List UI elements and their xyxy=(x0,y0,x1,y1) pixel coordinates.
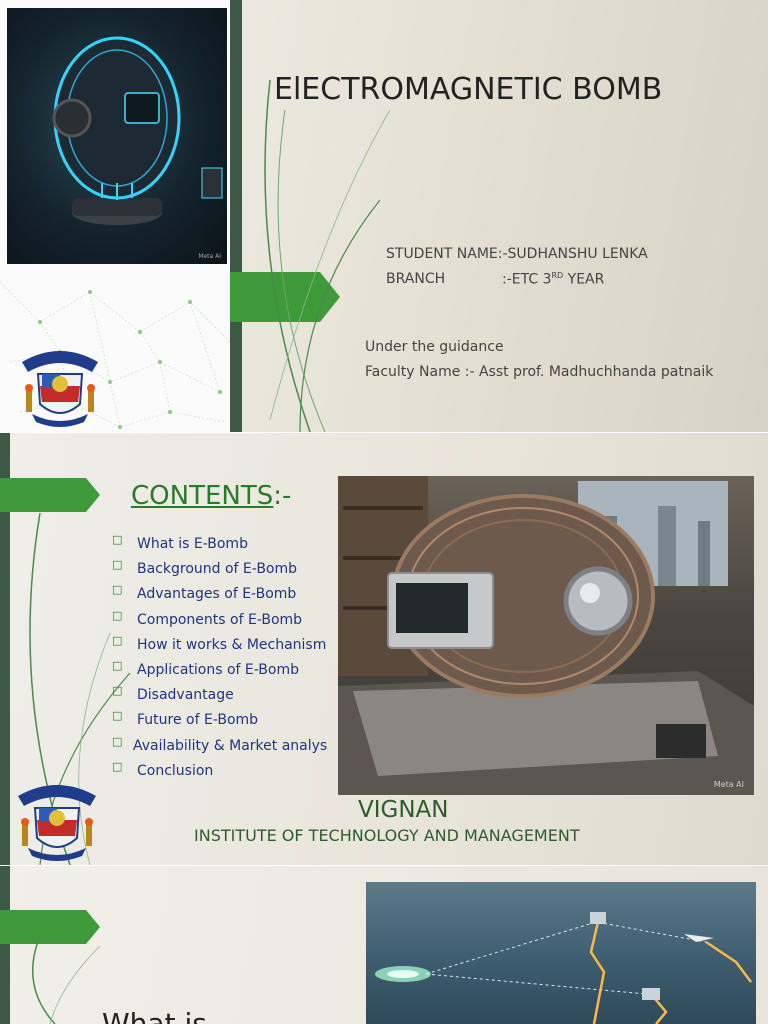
presentation-title: ElECTROMAGNETIC BOMB xyxy=(274,72,663,107)
glowing-device-illustration xyxy=(52,36,223,225)
list-item: □Conclusion xyxy=(112,760,214,779)
green-arrow-tab xyxy=(0,478,100,512)
image-watermark: Meta AI xyxy=(198,253,221,260)
contents-heading: CONTENTS:- xyxy=(131,481,292,511)
slide-heading: What is xyxy=(102,1007,207,1024)
slide-divider-bar xyxy=(230,0,242,432)
bullet-icon: □ xyxy=(112,558,123,571)
device-lab-image: Meta AI xyxy=(338,476,754,795)
list-item: □Background of E-Bomb xyxy=(112,558,298,577)
green-arrow-tab xyxy=(230,272,340,322)
college-logo-icon xyxy=(18,785,96,861)
institute-name: VIGNAN xyxy=(358,797,449,823)
list-item: □How it works & Mechanism xyxy=(112,634,327,653)
image-watermark: Meta AI xyxy=(713,780,744,789)
bullet-icon: □ xyxy=(112,609,123,622)
bullet-icon: □ xyxy=(112,634,123,647)
slide-gap xyxy=(0,432,768,433)
bullet-icon: □ xyxy=(112,659,123,672)
emp-drone-illustration xyxy=(375,912,752,1024)
list-item: □Applications of E-Bomb xyxy=(112,659,300,678)
bullet-icon: □ xyxy=(112,709,123,722)
list-item: □Advantages of E-Bomb xyxy=(112,583,297,602)
slide-left-bar xyxy=(0,433,10,865)
list-item: □What is E-Bomb xyxy=(112,533,248,552)
institute-subtitle: INSTITUTE OF TECHNOLOGY AND MANAGEMENT xyxy=(194,826,580,845)
decorative-curves xyxy=(31,936,101,1024)
decorative-curves xyxy=(264,80,391,432)
faculty-name: Faculty Name :- Asst prof. Madhuchhanda … xyxy=(365,364,714,380)
bullet-icon: □ xyxy=(112,735,123,748)
bullet-icon: □ xyxy=(112,583,123,596)
branch-value: :-ETC 3RD YEAR xyxy=(502,271,605,288)
green-arrow-tab xyxy=(0,910,100,944)
list-item: □Availability & Market analys xyxy=(112,735,328,754)
bullet-icon: □ xyxy=(112,533,123,546)
contents-slide: CONTENTS:- □What is E-Bomb □Background o… xyxy=(0,433,768,865)
emp-scene-image xyxy=(366,882,756,1024)
student-name: STUDENT NAME:-SUDHANSHU LENKA xyxy=(386,246,648,262)
slide-gap xyxy=(0,865,768,866)
list-item: □Future of E-Bomb xyxy=(112,709,259,728)
ebomb-device-illustration xyxy=(338,476,754,795)
list-item: □Disadvantage xyxy=(112,684,234,703)
bullet-icon: □ xyxy=(112,684,123,697)
list-item: □Components of E-Bomb xyxy=(112,609,303,628)
left-panel: Meta AI xyxy=(0,0,230,432)
bullet-icon: □ xyxy=(112,760,123,773)
title-slide: Meta AI ElECTROMAGNETIC BOMB STUDENT NAM… xyxy=(0,0,768,432)
slide-left-bar xyxy=(0,866,10,1024)
branch-label: BRANCH xyxy=(386,271,446,287)
guidance-text: Under the guidance xyxy=(365,339,504,355)
college-logo-icon xyxy=(22,351,98,427)
what-is-slide: What is xyxy=(0,866,768,1024)
device-image: Meta AI xyxy=(7,8,227,264)
